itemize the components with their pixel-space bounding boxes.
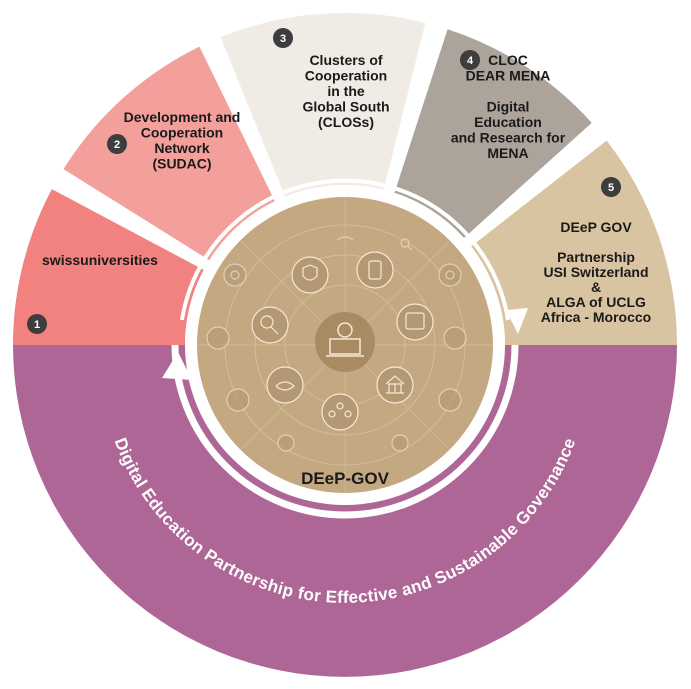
segment-label-line: Education	[474, 114, 542, 130]
right-icon-a	[443, 326, 467, 350]
segment-number-badge-1: 1	[27, 314, 47, 334]
segment-label-line: DEAR MENA	[466, 68, 551, 84]
number-circle	[107, 134, 127, 154]
segment-number-badge-2: 2	[107, 134, 127, 154]
gear-icon	[223, 263, 247, 287]
segment-label-line: (CLOSs)	[318, 114, 374, 130]
arrow-head-left	[162, 352, 192, 380]
segment-number-badge-4: 4	[460, 50, 480, 70]
number-text: 5	[608, 182, 614, 194]
tablet-icon	[396, 303, 434, 341]
shield-icon	[291, 256, 329, 294]
center-title: DEeP-GOV	[301, 469, 390, 488]
right-icon-b	[438, 388, 462, 412]
number-circle	[27, 314, 47, 334]
segment-label-line: ALGA of UCLG	[546, 294, 646, 310]
segment-label-line: MENA	[487, 145, 528, 161]
hand-icon	[336, 236, 354, 241]
number-text: 1	[34, 319, 40, 331]
building-icon	[376, 366, 414, 404]
outer-ring	[13, 345, 677, 677]
segment-label-line: and Research for	[451, 130, 566, 146]
segment-label-line: swissuniversities	[42, 252, 158, 268]
bottom-icon-a	[277, 434, 295, 452]
segment-2	[63, 46, 275, 261]
segment-number-badge-3: 3	[273, 28, 293, 48]
segment-label-line: Cooperation	[141, 125, 223, 141]
arrow-head-right	[506, 308, 528, 334]
segment-label-line: in the	[327, 83, 365, 99]
small-search-icon	[400, 238, 413, 251]
people-network-icon	[321, 393, 359, 431]
segment-3	[220, 12, 426, 197]
laptop-icon	[315, 312, 375, 372]
segment-label-line: &	[591, 279, 601, 295]
number-text: 2	[114, 139, 120, 151]
segment-label-1: swissuniversities	[42, 252, 158, 268]
number-text: 4	[467, 55, 474, 67]
top-segments	[13, 12, 677, 345]
segment-label-line: Cooperation	[305, 68, 387, 84]
number-circle	[601, 177, 621, 197]
segment-label-line: Network	[154, 140, 209, 156]
left-icon-a	[206, 326, 230, 350]
segment-label-line: Global South	[302, 99, 389, 115]
segment-label-line: DEeP GOV	[560, 219, 632, 235]
segment-label-line: Development and	[124, 109, 241, 125]
bottom-icon-b	[391, 434, 409, 452]
mobile-icon	[356, 251, 394, 289]
magnifier-icon	[251, 306, 289, 344]
segment-label-line: Partnership	[557, 249, 635, 265]
center-icons	[206, 236, 467, 452]
segment-number-badge-5: 5	[601, 177, 621, 197]
number-text: 3	[280, 33, 286, 45]
segment-4	[394, 29, 592, 238]
segment-label-line: USI Switzerland	[543, 264, 648, 280]
segment-5	[471, 140, 677, 345]
segment-1	[13, 189, 204, 345]
left-icon-b	[226, 388, 250, 412]
segment-label-line: Digital	[487, 99, 530, 115]
number-circle	[460, 50, 480, 70]
segment-label-line: CLOC	[488, 52, 528, 68]
segment-label-line: Africa - Morocco	[541, 309, 651, 325]
gear-icon-right	[438, 263, 462, 287]
segment-label-line: Clusters of	[309, 52, 382, 68]
cycle-arrows	[162, 178, 528, 519]
segment-number-badges: 1 2 3 4 5	[27, 28, 621, 334]
purple-lower-half	[13, 345, 677, 677]
number-circle	[273, 28, 293, 48]
segment-label-line: (SUDAC)	[152, 156, 211, 172]
handshake-icon	[266, 366, 304, 404]
